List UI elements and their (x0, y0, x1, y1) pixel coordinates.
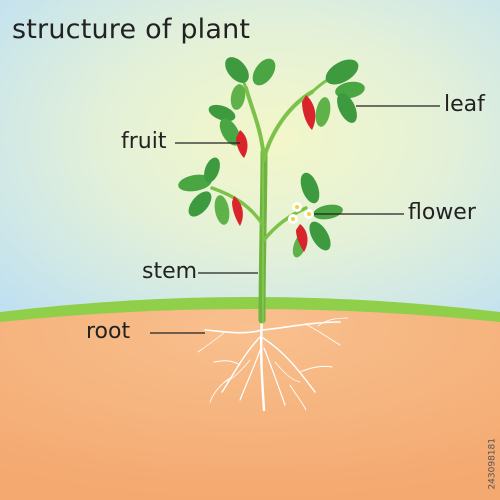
flowers (288, 202, 314, 224)
sky-background (0, 0, 500, 330)
stock-image-id: 243098181 (488, 438, 498, 490)
diagram-title: structure of plant (12, 14, 251, 45)
leader-lines (150, 105, 440, 334)
peppers (232, 95, 316, 252)
label-leaf: leaf (444, 92, 485, 117)
label-root: root (86, 319, 131, 344)
leaves (178, 57, 365, 258)
roots (197, 316, 349, 412)
label-fruit: fruit (121, 129, 167, 154)
label-flower: flower (408, 200, 476, 225)
label-stem: stem (142, 259, 198, 284)
soil-area (0, 309, 500, 500)
